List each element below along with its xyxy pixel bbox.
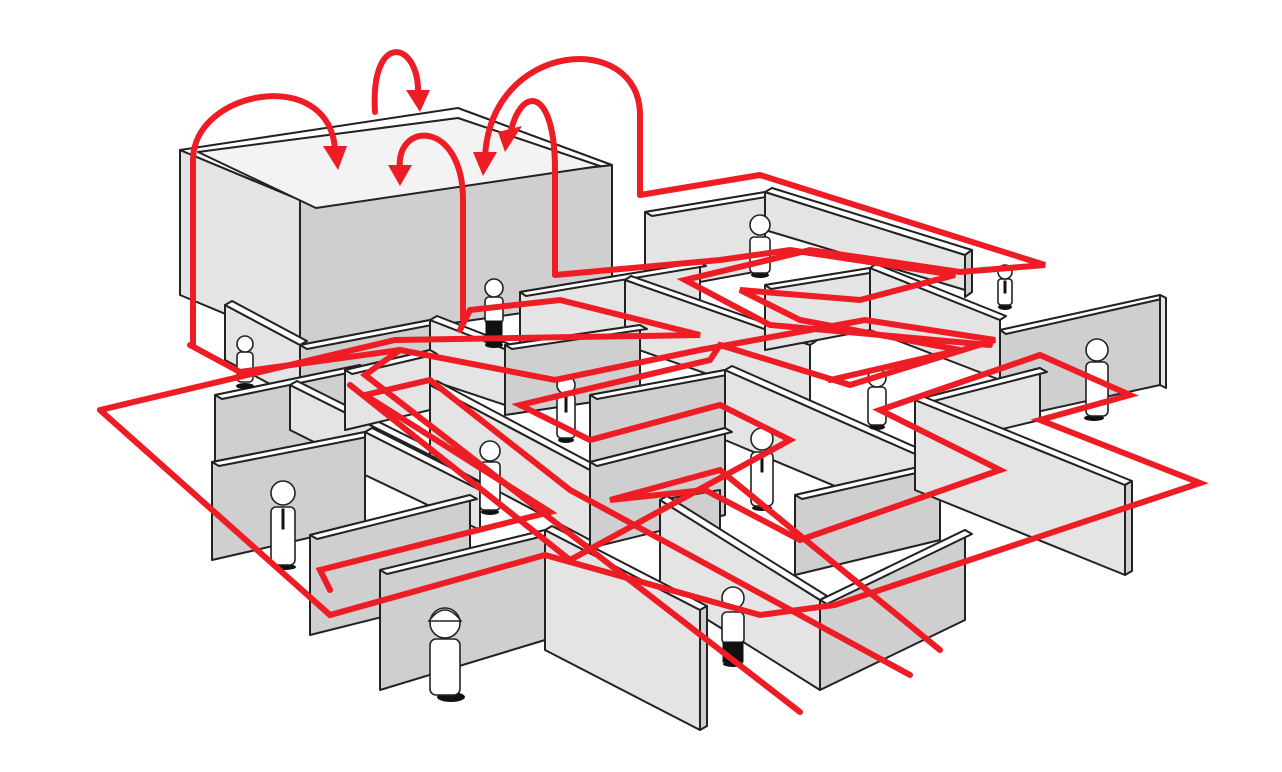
mid-wall-1-top	[519, 261, 707, 297]
person-shadow	[236, 383, 254, 389]
arrowhead-icon	[406, 90, 430, 112]
hard-hat-icon	[427, 609, 463, 622]
front-wall-e-end	[699, 605, 708, 731]
red-routes	[97, 49, 1209, 715]
person-figure	[749, 214, 771, 278]
curved-jump-arrow	[507, 98, 558, 278]
curved-jump-arrow	[482, 56, 643, 198]
center-wall-a-top	[344, 349, 438, 375]
person-figure	[270, 480, 296, 570]
curved-jump-arrow	[190, 93, 338, 348]
person-tie	[564, 395, 568, 413]
arrowhead-icon	[323, 146, 347, 170]
person-head	[484, 278, 504, 298]
arrowhead-icon	[473, 152, 497, 176]
left-wall-h-top	[309, 494, 478, 540]
person-figure	[997, 264, 1013, 310]
person-figure	[236, 335, 254, 389]
center-wall-f-top	[589, 427, 733, 467]
route-line	[97, 351, 1209, 653]
route-line	[187, 342, 403, 376]
person-body	[721, 611, 745, 645]
person-head	[479, 440, 501, 462]
curved-jump-arrow	[396, 132, 466, 323]
person-body	[270, 506, 296, 566]
person-tie	[281, 508, 285, 530]
route-line	[347, 316, 996, 715]
person-figure	[427, 607, 465, 702]
arrowhead-icon	[388, 165, 412, 186]
person-head	[270, 480, 296, 506]
person-head	[1085, 338, 1109, 362]
route-line	[97, 296, 701, 413]
route-line	[552, 246, 961, 383]
center-wall-i-end	[1124, 480, 1133, 576]
curved-jump-arrow	[371, 49, 422, 115]
left-wall-a-top	[224, 300, 308, 346]
right-long-wall-end	[1159, 294, 1167, 389]
arrowhead-icon	[498, 126, 522, 152]
person-body	[429, 638, 461, 696]
route-line	[637, 171, 1046, 348]
person-head	[236, 335, 254, 353]
person-head	[749, 214, 771, 236]
person-tie	[1003, 280, 1007, 294]
